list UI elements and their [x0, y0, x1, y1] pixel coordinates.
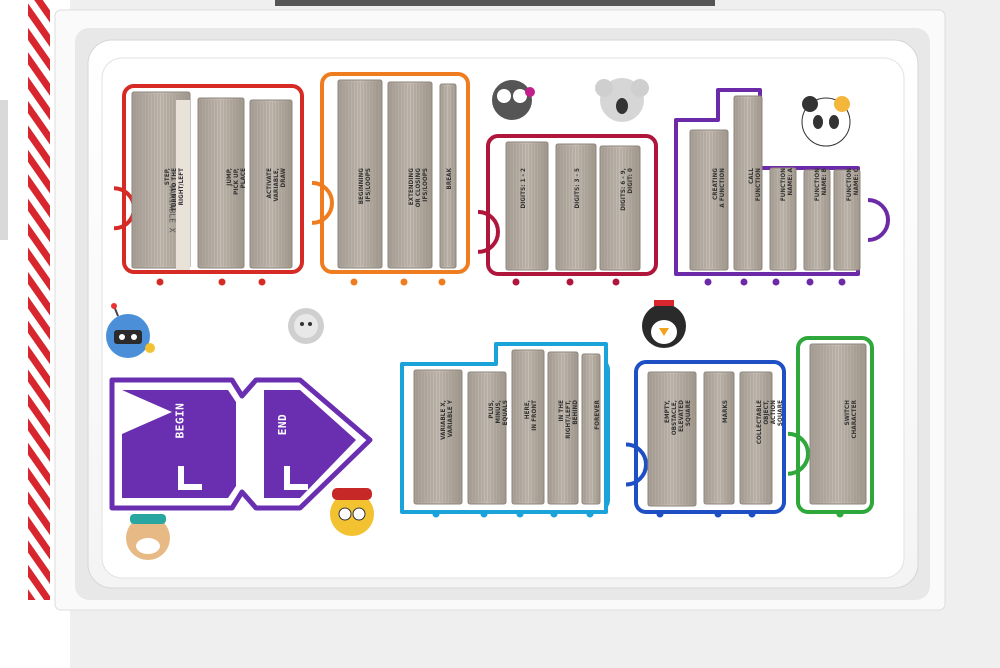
- begin-tile-label: BEGIN: [166, 403, 206, 439]
- label-marker-violet: [740, 278, 748, 286]
- label-blue-3: COLLECTABLE OBJECT, ACTION SQUARE: [756, 400, 784, 445]
- box-top-strip: [275, 0, 715, 6]
- well-notch-green: [787, 431, 810, 476]
- label-marker-cyan: [550, 510, 558, 518]
- label-orange-3: BREAK: [446, 168, 453, 190]
- label-marker-cyan: [432, 510, 440, 518]
- label-marker-red: [218, 278, 226, 286]
- label-cyan-5: FOREVER: [594, 400, 601, 430]
- label-marker-cyan: [586, 510, 594, 518]
- well-notch-orange: [311, 180, 334, 225]
- label-orange-2: EXTENDING OR CLOSING IFS/LOOPS: [408, 168, 429, 208]
- label-marker-cyan: [480, 510, 488, 518]
- koala-character-icon: [595, 78, 649, 122]
- label-green-1: SWITCH CHARACTER: [844, 400, 858, 439]
- label-marker-orange: [400, 278, 408, 286]
- label-violet-2: CALL FUNCTION: [748, 168, 762, 202]
- label-marker-blue: [748, 510, 756, 518]
- label-marker-violet: [704, 278, 712, 286]
- label-orange-1: BEGINNING IFS/LOOPS: [358, 168, 372, 205]
- well-notch-blue: [625, 442, 648, 487]
- end-tile-label: END: [272, 414, 302, 435]
- label-marker-cyan: [516, 510, 524, 518]
- label-marker-orange: [350, 278, 358, 286]
- card-stack: [769, 167, 797, 271]
- label-marker-violet: [838, 278, 846, 286]
- robot-character-icon: [106, 303, 155, 358]
- label-crimson-2: DIGITS: 3 - 5: [574, 168, 581, 209]
- begin-text: BEGIN: [173, 402, 187, 439]
- card-stack: [833, 169, 861, 271]
- label-marker-blue: [714, 510, 722, 518]
- label-violet-1: CREATING A FUNCTION: [712, 168, 726, 208]
- label-cyan-1: VARIABLE X, VARIABLE Y: [440, 400, 454, 440]
- label-marker-red: [156, 278, 164, 286]
- label-violet-5: FUNCTION NAME: C: [846, 168, 860, 202]
- card-stack: [467, 371, 507, 505]
- label-red-2: JUMP, PICK UP, PLACE: [226, 168, 247, 195]
- label-cyan-2: PLUS, MINUS, EQUALS: [488, 400, 509, 426]
- end-text: END: [276, 413, 290, 436]
- label-marker-violet: [806, 278, 814, 286]
- label-marker-blue: [656, 510, 664, 518]
- well-notch-crimson: [477, 209, 500, 254]
- card-stack: [197, 97, 245, 269]
- label-violet-4: FUNCTION NAME: B: [814, 168, 828, 202]
- front-card: [176, 100, 190, 270]
- label-marker-crimson: [612, 278, 620, 286]
- label-marker-crimson: [566, 278, 574, 286]
- label-violet-3: FUNCTION NAME: A: [780, 168, 794, 202]
- label-marker-orange: [438, 278, 446, 286]
- penguin-character-icon: [642, 300, 686, 348]
- label-red-1: STEP, TURN TO THE RIGHT/LEFT: [164, 168, 185, 212]
- sheep-character-icon: [288, 308, 324, 344]
- end-tile: [264, 390, 356, 498]
- panda-character-icon: [801, 96, 851, 147]
- label-cyan-3: HERE, IN FRONT: [524, 400, 538, 431]
- dog-character-icon: [492, 80, 535, 120]
- label-marker-green: [836, 510, 844, 518]
- label-cyan-4: IN THE RIGHT/LEFT, BEHIND: [558, 400, 579, 439]
- label-blue-1: EMPTY, OBSTACLE, ELEVATED SQUARE: [664, 400, 692, 436]
- label-marker-crimson: [512, 278, 520, 286]
- card-stacks: [131, 79, 867, 507]
- card-stack: [803, 169, 831, 271]
- label-marker-red: [258, 278, 266, 286]
- card-stack: [689, 129, 729, 271]
- label-crimson-3: DIGITS: 6 - 9, DIGIT: 0: [620, 168, 634, 211]
- label-blue-2: MARKS: [722, 400, 729, 423]
- begin-tile: [122, 390, 236, 498]
- label-red-3: ACTIVATE VARIABLE, DRAW: [266, 168, 287, 202]
- well-notch-violet: [867, 198, 890, 242]
- bulldog-character-icon: [126, 514, 170, 560]
- striped-edge: [28, 0, 50, 600]
- label-crimson-1: DIGITS: 1 - 2: [520, 168, 527, 209]
- bird-character-icon: [330, 488, 374, 536]
- label-marker-violet: [772, 278, 780, 286]
